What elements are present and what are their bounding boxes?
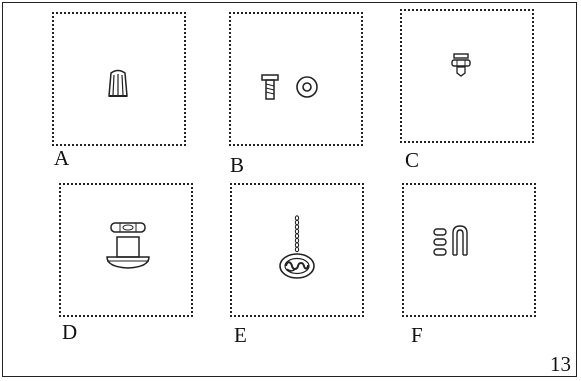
page-number: 13: [550, 352, 571, 376]
machine-screw-nut-icon: [451, 53, 471, 77]
screw-and-washer-icon: [261, 74, 318, 100]
wire-nut-icon: [108, 69, 128, 97]
part-box-d: [59, 183, 193, 317]
part-box-c: [400, 9, 534, 143]
part-label-f: F: [411, 323, 423, 347]
part-label-a: A: [54, 146, 70, 170]
part-label-e: E: [234, 323, 247, 347]
chain-and-ceiling-loop-icon: [279, 215, 315, 279]
part-label-b: B: [230, 153, 245, 177]
part-label-d: D: [62, 320, 78, 344]
part-box-b: [229, 12, 363, 146]
part-box-e: [230, 183, 364, 317]
part-label-c: C: [405, 148, 420, 172]
part-box-f: [402, 183, 536, 317]
page-frame: [2, 2, 577, 377]
part-box-a: [52, 12, 186, 146]
links-and-hook-icon: [433, 225, 468, 256]
lock-nut-cap-icon: [106, 222, 150, 269]
